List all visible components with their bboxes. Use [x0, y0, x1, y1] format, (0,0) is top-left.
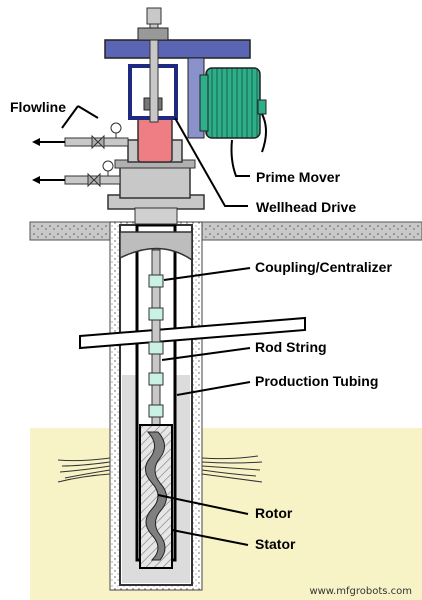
- prime-mover-motor: [205, 67, 261, 139]
- producing-formation: [30, 428, 422, 600]
- section-break: [79, 316, 306, 350]
- leader-coupling: [163, 267, 251, 281]
- leader-flowline: [61, 105, 99, 129]
- leader-stator: [171, 529, 249, 546]
- label-rod-string: Rod String: [255, 339, 327, 355]
- flowline-upper: [32, 122, 129, 150]
- frame-top-plate: [104, 39, 251, 59]
- motor-junction-box: [257, 99, 267, 115]
- leader-wellhead-drive: [174, 117, 248, 207]
- tubing-cutaway: [119, 231, 193, 262]
- leader-prime-mover: [230, 139, 250, 177]
- leader-production-tubing: [176, 381, 251, 396]
- label-production-tubing: Production Tubing: [255, 373, 378, 389]
- label-prime-mover: Prime Mover: [256, 169, 341, 185]
- drive-housing: [137, 117, 173, 163]
- motor-end-cap: [199, 74, 209, 132]
- leader-rotor: [157, 494, 249, 515]
- watermark: www.mfgrobots.com: [309, 586, 412, 597]
- motor-cable: [261, 113, 267, 153]
- leader-rod-string: [161, 347, 251, 361]
- perforations-left: [57, 457, 111, 483]
- couplings: [148, 274, 164, 418]
- label-wellhead-drive: Wellhead Drive: [256, 199, 356, 215]
- label-flowline: Flowline: [10, 99, 66, 115]
- flowline-lower: [32, 160, 121, 188]
- wellhead-neck: [134, 207, 178, 225]
- label-coupling-centralizer: Coupling/Centralizer: [255, 259, 392, 275]
- label-stator: Stator: [255, 536, 296, 552]
- ground-surface: [29, 221, 422, 241]
- rod-top-cap: [146, 7, 162, 25]
- frame-hub: [137, 27, 169, 41]
- rotor: [145, 431, 167, 561]
- perforations-right: [201, 455, 263, 483]
- label-rotor: Rotor: [255, 505, 293, 521]
